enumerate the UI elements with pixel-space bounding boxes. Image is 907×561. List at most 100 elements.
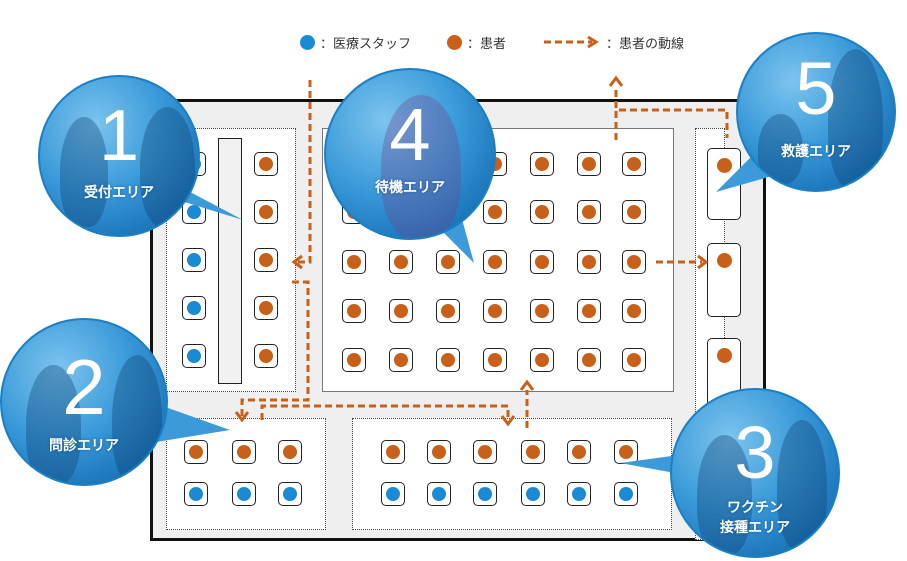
- patient-dot-icon: [582, 304, 596, 318]
- patient-dot-icon: [627, 255, 641, 269]
- area-number: 1: [98, 96, 140, 176]
- legend: ：医療スタッフ ：患者 ：患者の動線: [300, 32, 720, 52]
- patient-seat: [567, 440, 591, 464]
- patient-seat: [622, 250, 646, 274]
- patient-dot-icon: [259, 253, 273, 267]
- area-label: 救護エリア: [781, 144, 851, 160]
- legend-patient: ：患者: [447, 33, 506, 52]
- staff-dot-icon: [187, 349, 201, 363]
- legend-staff: ：医療スタッフ: [300, 33, 411, 52]
- patient-seat: [389, 250, 413, 274]
- patient-seat: [622, 348, 646, 372]
- patient-dot-icon: [447, 34, 463, 50]
- patient-dot-icon: [259, 301, 273, 315]
- area-number: 2: [62, 343, 106, 431]
- patient-dot-icon: [582, 205, 596, 219]
- patient-seat: [232, 440, 256, 464]
- patient-dot-icon: [347, 353, 361, 367]
- patient-seat: [577, 348, 601, 372]
- patient-dot-icon: [535, 205, 549, 219]
- patient-seat: [577, 299, 601, 323]
- patient-dot-icon: [283, 445, 297, 459]
- patient-seat: [389, 299, 413, 323]
- patient-dot-icon: [478, 445, 492, 459]
- area-label: 待機エリア: [375, 180, 445, 196]
- patient-seat: [530, 250, 554, 274]
- patient-dot-icon: [347, 304, 361, 318]
- doctor-figure-icon: [112, 355, 162, 484]
- patient-dot-icon: [394, 255, 408, 269]
- patient-dot-icon: [717, 253, 732, 268]
- legend-flow-label: ：患者の動線: [606, 36, 685, 52]
- staff-seat: [381, 482, 405, 506]
- patient-dot-icon: [347, 255, 361, 269]
- patient-dot-icon: [394, 304, 408, 318]
- patient-seat: [483, 299, 507, 323]
- patient-dot-icon: [582, 255, 596, 269]
- patient-seat: [436, 348, 460, 372]
- patient-dot-icon: [717, 158, 732, 173]
- patient-seat: [254, 152, 278, 176]
- patient-figure-icon: [140, 107, 195, 227]
- staff-dot-icon: [237, 487, 251, 501]
- patient-seat: [521, 440, 545, 464]
- patient-seat: [530, 348, 554, 372]
- patient-seat: [184, 440, 208, 464]
- patient-dot-icon: [627, 353, 641, 367]
- area-label: 受付エリア: [84, 185, 154, 201]
- patient-dot-icon: [488, 353, 502, 367]
- patient-dot-icon: [627, 205, 641, 219]
- patient-dot-icon: [582, 353, 596, 367]
- first-aid-bed: [707, 243, 741, 317]
- staff-seat: [614, 482, 638, 506]
- patient-dot-icon: [619, 445, 633, 459]
- staff-figure-icon: [828, 49, 883, 189]
- patient-seat: [622, 200, 646, 224]
- patient-seat: [483, 348, 507, 372]
- staff-dot-icon: [283, 487, 297, 501]
- patient-seat: [622, 299, 646, 323]
- patient-seat: [381, 440, 405, 464]
- legend-patient-label: ：患者: [467, 36, 507, 52]
- patient-seat: [577, 200, 601, 224]
- patient-dot-icon: [432, 445, 446, 459]
- patient-dot-icon: [627, 157, 641, 171]
- patient-seat: [254, 344, 278, 368]
- patient-seat: [389, 348, 413, 372]
- patient-seat: [342, 348, 366, 372]
- patient-figure-icon: [697, 435, 752, 555]
- patient-seat: [254, 296, 278, 320]
- patient-seat: [530, 299, 554, 323]
- patient-dot-icon: [526, 445, 540, 459]
- patient-seat: [254, 200, 278, 224]
- staff-dot-icon: [189, 487, 203, 501]
- staff-dot-icon: [526, 487, 540, 501]
- patient-figure-icon: [26, 365, 81, 484]
- staff-figure-icon: [60, 117, 108, 227]
- staff-dot-icon: [386, 487, 400, 501]
- patient-dot-icon: [259, 157, 273, 171]
- staff-seat: [182, 296, 206, 320]
- area-label: 問診エリア: [49, 438, 119, 454]
- patient-seat: [577, 152, 601, 176]
- staff-seat: [182, 248, 206, 272]
- patient-seat: [342, 299, 366, 323]
- staff-dot-icon: [432, 487, 446, 501]
- staff-seat: [473, 482, 497, 506]
- nurse-figure-icon: [777, 420, 827, 550]
- staff-dot-icon: [187, 253, 201, 267]
- patient-seat: [436, 250, 460, 274]
- dashed-arrow-icon: [544, 35, 599, 49]
- patient-dot-icon: [441, 255, 455, 269]
- area-number: 4: [389, 93, 431, 176]
- patient-dot-icon: [488, 304, 502, 318]
- staff-dot-icon: [300, 34, 315, 50]
- patient-dot-icon: [259, 349, 273, 363]
- patient-seat: [614, 440, 638, 464]
- patient-seat: [254, 248, 278, 272]
- patient-seat: [436, 299, 460, 323]
- patient-dot-icon: [394, 353, 408, 367]
- patient-figure-icon: [381, 95, 461, 238]
- patient-seat: [530, 200, 554, 224]
- patient-dot-icon: [189, 445, 203, 459]
